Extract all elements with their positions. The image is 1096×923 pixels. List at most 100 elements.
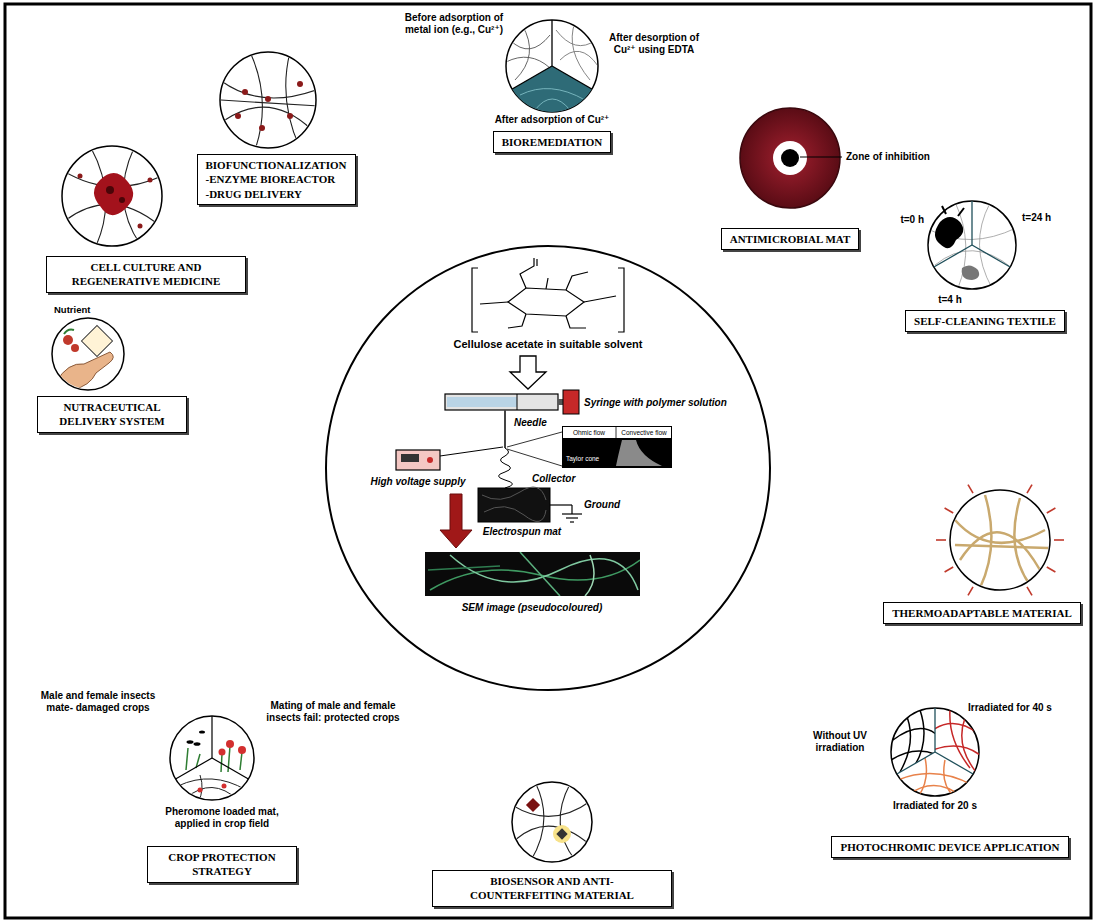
nutraceutical-circle bbox=[71, 344, 79, 352]
biofunctionalization-circle bbox=[225, 107, 312, 130]
self-cleaning-circle bbox=[942, 206, 964, 216]
thermoadaptable-circle bbox=[980, 495, 991, 588]
syringe bbox=[517, 394, 518, 410]
crop-protection-circle bbox=[222, 784, 227, 789]
cell-culture-circle bbox=[62, 146, 162, 246]
box-text: SELF-CLEANING TEXTILE bbox=[914, 314, 1056, 328]
self-cleaning-circle bbox=[971, 201, 972, 245]
photochromic-circle bbox=[962, 718, 976, 772]
annotation-label: t=24 h bbox=[1022, 212, 1051, 224]
antimicrobial-disc bbox=[740, 108, 840, 208]
cellulose-acetate-structure bbox=[546, 278, 548, 289]
bioremediation-circle bbox=[535, 99, 570, 110]
figure-frame bbox=[5, 4, 1091, 918]
cell-culture-circle bbox=[106, 186, 125, 203]
nutraceutical-circle bbox=[81, 325, 112, 356]
crop-protection-circle bbox=[226, 740, 234, 748]
crop-protection-circle bbox=[186, 787, 238, 800]
crop-protection-circle bbox=[198, 740, 247, 793]
box-text: CELL CULTURE AND REGENERATIVE MEDICINE bbox=[55, 260, 237, 289]
nutraceutical-circle bbox=[63, 335, 73, 345]
thermoadaptable-circle bbox=[936, 485, 1064, 596]
cell-culture-circle bbox=[78, 174, 153, 229]
photochromic-circle bbox=[898, 774, 972, 785]
application-box: CELL CULTURE AND REGENERATIVE MEDICINE bbox=[46, 256, 246, 293]
thermoadaptable-circle bbox=[945, 567, 954, 572]
self-cleaning-circle bbox=[979, 203, 992, 288]
annotation-label: Convective flow bbox=[621, 429, 667, 437]
cellulose-acetate-structure bbox=[536, 259, 537, 266]
photochromic-circle bbox=[891, 710, 937, 772]
high-voltage-supply bbox=[401, 454, 419, 462]
self-cleaning-circle bbox=[930, 202, 1016, 288]
biofunctionalization-circle bbox=[287, 113, 293, 119]
crop-protection-circle bbox=[212, 758, 248, 779]
zoom-lines bbox=[507, 432, 562, 447]
cellulose-acetate-structure bbox=[472, 258, 624, 332]
photochromic-circle bbox=[944, 760, 955, 797]
annotation-label: t=0 h bbox=[900, 214, 924, 226]
thermoadaptable-circle bbox=[1047, 508, 1056, 513]
crop-protection-circle bbox=[170, 716, 254, 802]
application-box: ANTIMICROBIAL MAT bbox=[721, 228, 860, 250]
biosensor-circle bbox=[512, 782, 592, 862]
self-cleaning-circle bbox=[962, 265, 979, 280]
annotation-label: Taylor cone bbox=[566, 455, 599, 463]
taylor-cone-inset bbox=[616, 427, 617, 438]
application-box: THERMOADAPTABLE MATERIAL bbox=[883, 602, 1081, 624]
crop-protection-circle bbox=[186, 748, 188, 770]
box-text: NUTRACEUTICAL DELIVERY SYSTEM bbox=[46, 400, 178, 429]
crop-protection-circle bbox=[176, 716, 249, 779]
syringe bbox=[447, 397, 517, 407]
crop-protection-circle bbox=[199, 730, 205, 733]
crop-protection-circle bbox=[198, 775, 202, 802]
cell-culture-circle bbox=[138, 224, 143, 229]
annotation-label: Mating of male and female insects fail: … bbox=[262, 700, 404, 724]
thermoadaptable-circle bbox=[1014, 498, 1030, 585]
biosensor-circle bbox=[530, 782, 544, 862]
cellulose-acetate-structure bbox=[618, 268, 624, 332]
box-text: -ENZYME BIOREACTOR bbox=[206, 172, 347, 186]
box-text: THERMOADAPTABLE MATERIAL bbox=[892, 606, 1072, 620]
photochromic-circle bbox=[891, 708, 980, 797]
thermoadaptable-circle bbox=[968, 485, 973, 494]
bioremediation-circle bbox=[551, 20, 552, 66]
annotation-label: Needle bbox=[514, 417, 547, 429]
jet-spiral bbox=[499, 448, 513, 488]
crop-protection-circle bbox=[194, 742, 201, 746]
high-voltage-supply bbox=[427, 457, 433, 463]
cellulose-acetate-structure bbox=[520, 258, 534, 288]
crop-protection-circle bbox=[211, 716, 212, 758]
biosensor-circle bbox=[560, 784, 575, 860]
box-text: ANTIMICROBIAL MAT bbox=[730, 232, 851, 246]
bioremediation-circle bbox=[510, 35, 550, 49]
annotation-label: Nutrient bbox=[54, 304, 90, 315]
syringe bbox=[563, 390, 579, 414]
sem-image bbox=[585, 555, 594, 596]
bioremediation-circle bbox=[556, 30, 596, 46]
sem-image bbox=[520, 552, 560, 596]
crop-protection-circle bbox=[176, 758, 212, 779]
photochromic-circle bbox=[900, 712, 910, 772]
sem-image bbox=[428, 566, 500, 570]
box-text: BIOFUNCTIONALIZATION bbox=[206, 158, 347, 172]
biofunctionalization-circle bbox=[235, 81, 303, 131]
ground-symbol bbox=[562, 513, 582, 514]
crop-protection-circle bbox=[187, 730, 206, 745]
annotation-label: Syringe with polymer solution bbox=[584, 397, 727, 409]
crop-protection-circle bbox=[240, 752, 242, 770]
cell-culture-circle bbox=[94, 173, 133, 215]
thermoadaptable-circle bbox=[945, 508, 954, 513]
annotation-label: Collector bbox=[532, 473, 575, 485]
jet-spiral bbox=[499, 448, 513, 488]
annotation-label: Ground bbox=[584, 499, 620, 511]
high-voltage-supply bbox=[396, 450, 440, 470]
biofunctionalization-circle bbox=[242, 89, 248, 95]
self-cleaning-circle bbox=[928, 201, 1016, 289]
biosensor-circle bbox=[556, 828, 567, 839]
collector-plate bbox=[478, 487, 550, 522]
thermoadaptable-circle bbox=[960, 532, 1040, 570]
cellulose-acetate-structure bbox=[566, 272, 588, 290]
sem-image bbox=[450, 555, 638, 590]
